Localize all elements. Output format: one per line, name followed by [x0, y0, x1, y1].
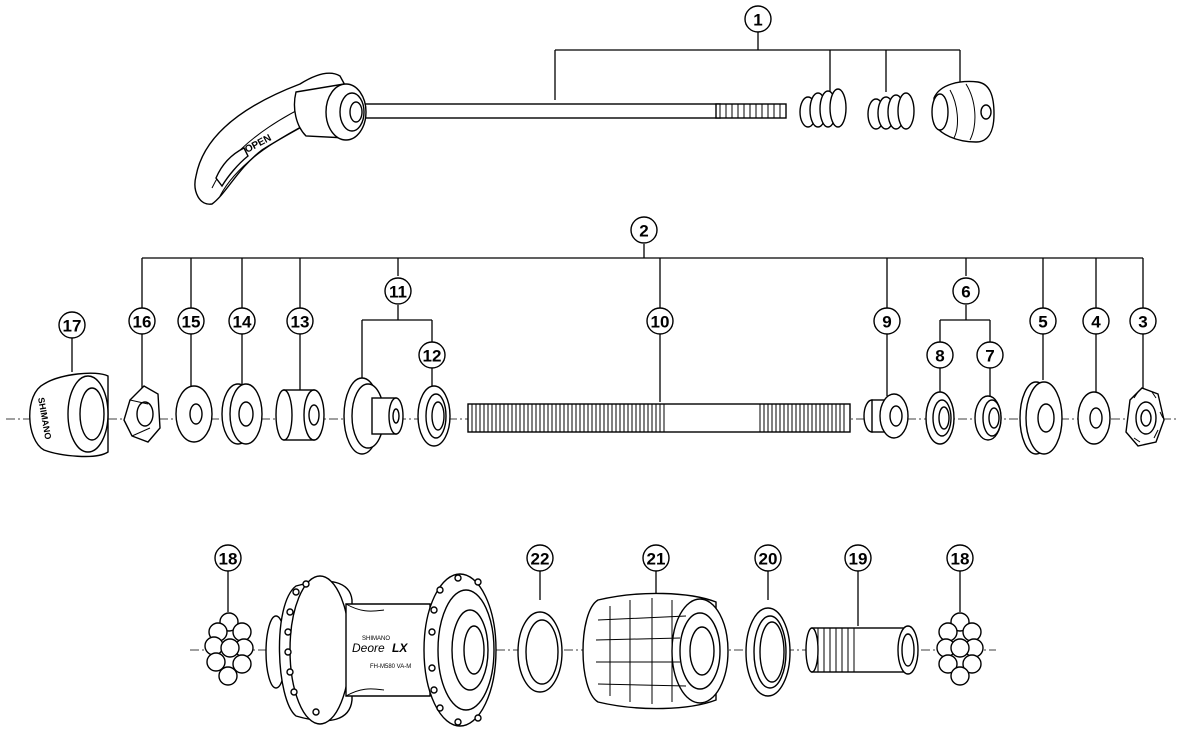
callout-11: 11 [384, 277, 412, 305]
callout-5: 5 [1029, 307, 1057, 335]
svg-text:8: 8 [935, 347, 944, 366]
bracket-11 [361, 305, 433, 378]
callout-18-left: 18 [214, 544, 242, 572]
part-14-spacer [221, 383, 263, 445]
svg-text:16: 16 [133, 313, 152, 332]
callout-6: 6 [952, 277, 980, 305]
callout-1: 1 [744, 5, 772, 33]
part-18-bearings-left [204, 612, 254, 686]
part-3-lock-nut [1125, 387, 1165, 447]
bracket-6 [939, 305, 991, 342]
svg-text:15: 15 [182, 313, 201, 332]
skewer-rod [359, 103, 721, 119]
part-5-spacer [1019, 381, 1063, 455]
callout-18-right: 18 [946, 544, 974, 572]
callout-14: 14 [228, 307, 256, 335]
callout-7: 7 [976, 341, 1004, 369]
svg-text:1: 1 [753, 11, 762, 30]
part-12-seal-ring [417, 385, 451, 447]
hub-model-suffix-text: LX [392, 641, 408, 655]
callout-10: 10 [646, 307, 674, 335]
callout-19: 19 [844, 544, 872, 572]
callout-22: 22 [526, 544, 554, 572]
callout-16: 16 [128, 307, 156, 335]
callout-17: 17 [58, 311, 86, 339]
svg-text:4: 4 [1091, 313, 1101, 332]
part-8-seal [925, 391, 955, 445]
part-4-washer [1077, 391, 1111, 445]
callout-20: 20 [754, 544, 782, 572]
hub-code-text: FH-M580 VA-M [370, 664, 411, 670]
svg-text:13: 13 [291, 313, 310, 332]
bracket-2 [141, 244, 1144, 308]
callout-9: 9 [873, 307, 901, 335]
part-10-axle [467, 403, 851, 433]
hub-model-text: Deore [352, 641, 385, 655]
svg-text:21: 21 [647, 550, 666, 569]
callout-4: 4 [1082, 307, 1110, 335]
svg-text:18: 18 [219, 550, 238, 569]
svg-text:12: 12 [423, 347, 442, 366]
part-16-lock-nut [123, 385, 161, 443]
callout-3: 3 [1129, 307, 1157, 335]
svg-text:9: 9 [882, 313, 891, 332]
part-17-dust-cap: SHIMANO [29, 372, 109, 458]
svg-text:18: 18 [951, 550, 970, 569]
flange-holes [284, 574, 482, 726]
svg-text:3: 3 [1138, 313, 1147, 332]
callout-2: 2 [630, 216, 658, 244]
svg-text:7: 7 [985, 347, 994, 366]
svg-text:11: 11 [389, 283, 407, 302]
part-9-cone [863, 393, 909, 439]
quick-release-lever: OPEN [194, 72, 367, 205]
part-11-cone [343, 377, 404, 455]
callouts: 1 2 3 4 5 6 7 8 9 10 11 12 13 14 15 16 1… [58, 5, 1157, 572]
svg-text:2: 2 [639, 222, 648, 241]
callout-15: 15 [177, 307, 205, 335]
callout-21: 21 [642, 544, 670, 572]
part-21-freehub-body [582, 592, 729, 710]
part-7-ring [974, 395, 1002, 441]
part-20-seal-ring [745, 607, 791, 697]
svg-text:14: 14 [233, 313, 252, 332]
part-15-washer [175, 385, 213, 443]
quick-release-skewer: OPEN [194, 32, 995, 205]
callout-13: 13 [286, 307, 314, 335]
spring-right [867, 92, 915, 130]
hub-brand-text: SHIMANO [362, 636, 390, 642]
svg-text:5: 5 [1038, 313, 1047, 332]
hub-shell: SHIMANO Deore LX FH-M580 VA-M [265, 573, 497, 727]
part-19-sleeve [805, 625, 919, 675]
svg-text:6: 6 [961, 283, 970, 302]
callout-12: 12 [418, 341, 446, 369]
part-22-washer [517, 611, 563, 693]
part-18-bearings-right [936, 612, 984, 686]
skewer-thread [715, 103, 787, 119]
adjusting-nut [931, 80, 995, 143]
spring-left [799, 88, 847, 128]
svg-text:22: 22 [531, 550, 550, 569]
svg-text:20: 20 [759, 550, 778, 569]
leader-lines-axle [71, 334, 1144, 402]
svg-text:10: 10 [651, 313, 670, 332]
callout-8: 8 [926, 341, 954, 369]
svg-text:17: 17 [63, 317, 82, 336]
part-13-spacer-tube [275, 389, 325, 441]
svg-text:19: 19 [849, 550, 868, 569]
bracket-1 [554, 32, 961, 100]
